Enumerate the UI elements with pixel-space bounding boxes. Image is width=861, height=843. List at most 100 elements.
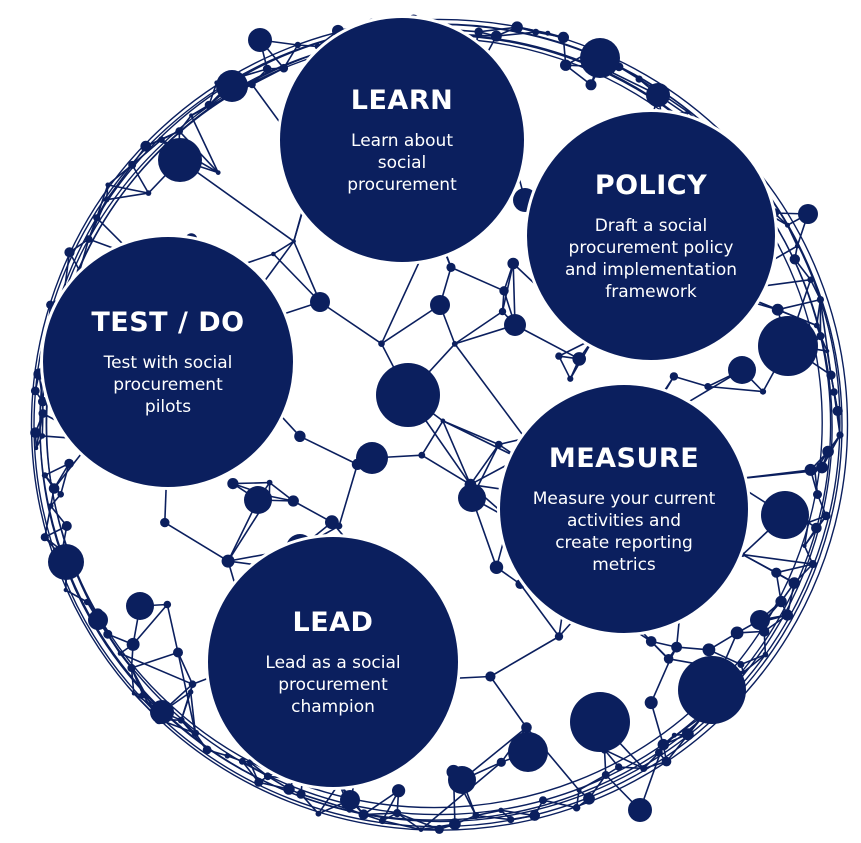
network-node	[160, 517, 170, 528]
network-edge	[650, 702, 665, 745]
network-edge	[742, 553, 795, 584]
network-node	[61, 521, 72, 531]
network-edge	[292, 500, 333, 523]
network-node	[781, 609, 794, 621]
network-node	[145, 190, 152, 196]
network-node	[489, 560, 504, 574]
network-edge	[777, 298, 821, 311]
network-node	[560, 59, 572, 71]
network-node	[498, 807, 504, 813]
stage-description-line: activities and	[566, 510, 682, 531]
network-node	[485, 671, 496, 682]
network-node	[244, 486, 272, 514]
network-edge	[489, 635, 560, 678]
network-edge	[519, 583, 560, 637]
network-node	[88, 610, 108, 630]
network-node	[655, 748, 663, 757]
network-edge	[396, 812, 422, 831]
network-node	[504, 314, 526, 336]
stage-title-lead: LEAD	[292, 606, 374, 638]
network-node	[771, 303, 784, 316]
network-node	[728, 356, 756, 384]
network-edge	[421, 454, 471, 486]
network-node	[640, 765, 648, 772]
network-edge	[489, 676, 528, 728]
network-node	[30, 386, 40, 396]
network-node	[39, 433, 46, 439]
network-node	[495, 440, 503, 449]
network-node	[458, 484, 486, 512]
network-node	[287, 495, 299, 507]
network-node	[314, 43, 321, 50]
network-node	[826, 370, 836, 380]
network-edge	[338, 464, 359, 527]
network-node	[669, 372, 679, 381]
network-node	[750, 610, 770, 630]
network-node	[474, 27, 484, 37]
stage-title-policy: POLICY	[594, 169, 708, 201]
network-node	[451, 341, 458, 347]
network-node	[440, 418, 446, 424]
stage-description-line: create reporting	[555, 532, 693, 553]
network-edge	[420, 761, 502, 831]
network-edge	[707, 385, 764, 393]
network-node	[34, 446, 39, 451]
network-node	[325, 515, 339, 530]
network-node	[224, 753, 231, 759]
network-node	[812, 468, 818, 473]
network-node	[446, 262, 456, 272]
network-node	[759, 388, 767, 395]
network-node	[310, 292, 330, 312]
network-node	[802, 543, 807, 549]
network-node	[188, 689, 194, 695]
network-node	[832, 405, 843, 417]
network-node	[499, 286, 509, 296]
network-node	[40, 533, 49, 542]
network-node	[48, 483, 60, 494]
network-node	[583, 792, 595, 805]
network-node	[38, 396, 48, 407]
network-node	[557, 31, 570, 43]
network-node	[644, 696, 658, 710]
network-node	[813, 322, 820, 329]
network-edge	[500, 809, 535, 817]
network-edge	[450, 266, 505, 292]
network-node	[188, 680, 197, 688]
network-node	[580, 38, 620, 78]
network-node	[821, 511, 831, 521]
network-node	[93, 214, 101, 222]
network-node	[358, 809, 369, 820]
network-node	[816, 296, 825, 304]
network-node	[238, 757, 246, 765]
network-node	[448, 766, 476, 794]
network-node	[117, 651, 123, 656]
stage-description-line: social	[377, 152, 427, 173]
network-node	[296, 789, 306, 799]
network-node	[294, 430, 306, 442]
stage-description-line: pilots	[144, 396, 192, 417]
network-edge	[514, 324, 580, 360]
network-node	[335, 522, 343, 530]
network-edge	[293, 240, 321, 303]
network-node	[507, 257, 519, 270]
network-node	[254, 777, 264, 787]
network-node	[635, 75, 643, 83]
network-node	[532, 28, 540, 36]
network-node	[393, 809, 402, 818]
network-node	[807, 276, 814, 283]
network-node	[661, 756, 672, 767]
network-node	[227, 478, 239, 490]
network-node	[150, 700, 174, 724]
network-node	[678, 656, 746, 724]
network-node	[490, 30, 502, 42]
network-edge	[442, 420, 472, 485]
network-edge	[478, 26, 518, 33]
network-node	[657, 738, 669, 751]
stage-description-line: procurement policy	[568, 237, 734, 258]
network-node	[771, 567, 782, 578]
network-node	[216, 70, 248, 102]
network-node	[64, 247, 75, 258]
stage-circle-policy: POLICY Draft a social procurement policy…	[527, 112, 775, 360]
network-node	[788, 577, 801, 589]
network-node	[762, 651, 769, 658]
